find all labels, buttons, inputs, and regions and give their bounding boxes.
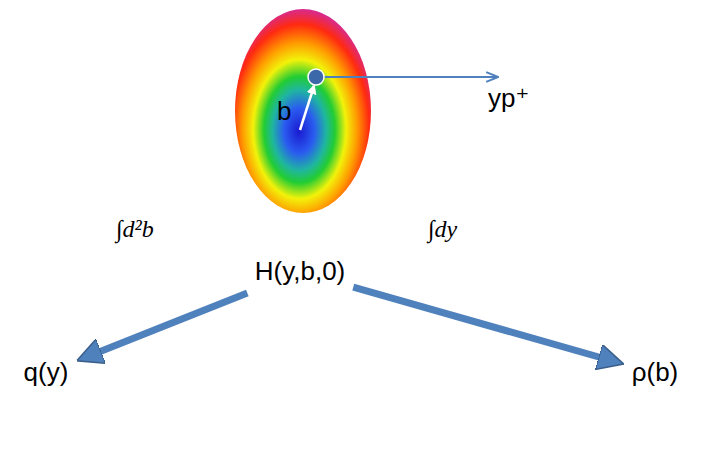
impact-parameter-label: b	[277, 97, 291, 127]
formula-node: H(y,b,0)	[251, 255, 350, 289]
integration-arrow	[353, 287, 613, 361]
formula-text: q(y)	[24, 358, 69, 388]
parton-dot	[308, 69, 324, 85]
formula-text: H(y,b,0)	[255, 257, 346, 287]
proton-ellipse	[235, 9, 371, 213]
integral-label: ∫dy	[428, 216, 457, 244]
formula-node: ρ(b)	[628, 356, 683, 390]
integral-label: ∫d²b	[116, 216, 154, 244]
integration-arrow	[86, 293, 247, 357]
momentum-label: yp⁺	[488, 84, 529, 114]
impact-vector	[300, 86, 314, 130]
formula-text: ρ(b)	[632, 358, 679, 388]
formula-node: q(y)	[20, 356, 73, 390]
momentum-arrow	[324, 76, 497, 78]
